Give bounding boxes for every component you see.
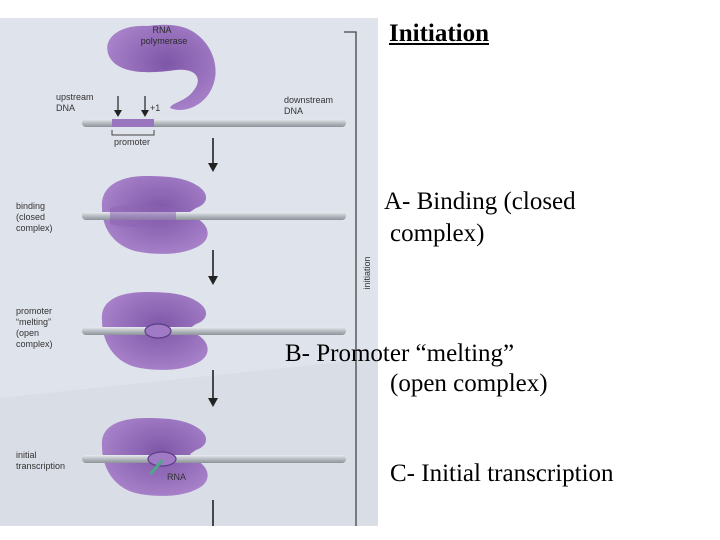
stage-label-binding-3: complex) bbox=[16, 223, 53, 233]
initial-transcription-complex: RNA bbox=[82, 418, 346, 496]
step-arrow-2 bbox=[208, 250, 218, 285]
stage-label-initial-2: transcription bbox=[16, 461, 65, 471]
stage-label-melting-1: promoter bbox=[16, 306, 52, 316]
downstream-label-line2: DNA bbox=[284, 106, 303, 116]
step-b-line2: (open complex) bbox=[390, 370, 548, 397]
free-rna-polymerase: RNA polymerase bbox=[107, 24, 216, 110]
promoter-region bbox=[112, 119, 154, 127]
stage-label-melting-4: complex) bbox=[16, 339, 53, 349]
upstream-label-line1: upstream bbox=[56, 92, 94, 102]
rna-label: RNA bbox=[167, 472, 186, 482]
enzyme-label-line2: polymerase bbox=[141, 36, 188, 46]
rna-strand bbox=[148, 459, 164, 476]
enzyme-label-line1: RNA bbox=[152, 25, 171, 35]
initiation-bracket bbox=[344, 31, 357, 526]
stage-label-binding-1: binding bbox=[16, 201, 45, 211]
promoter-arrows bbox=[114, 96, 149, 117]
melted-dna-bubble bbox=[144, 323, 172, 339]
stage-label-melting-2: “melting” bbox=[16, 317, 51, 327]
initiation-side-label: initiation bbox=[362, 256, 372, 289]
rna-polymerase-initiation-figure: RNA polymerase upstream DNA downstream D… bbox=[0, 18, 378, 526]
stage-label-melting-3: (open bbox=[16, 328, 39, 338]
step-arrow-3 bbox=[208, 370, 218, 407]
plus-one-label: +1 bbox=[150, 103, 160, 113]
step-b-line1: B- Promoter “melting” bbox=[285, 340, 515, 367]
step-a-line2: complex) bbox=[390, 220, 485, 247]
dna-free bbox=[82, 119, 346, 127]
stage-label-binding-2: (closed bbox=[16, 212, 45, 222]
promoter-label: promoter bbox=[114, 137, 150, 147]
slide-title: Initiation bbox=[389, 20, 490, 47]
transcription-bubble bbox=[147, 451, 177, 467]
closed-complex bbox=[82, 176, 346, 254]
upstream-label-line2: DNA bbox=[56, 103, 75, 113]
promoter-bracket bbox=[111, 130, 155, 136]
open-complex bbox=[82, 292, 346, 370]
step-a-line1: A- Binding (closed bbox=[384, 188, 576, 215]
stage-label-initial-1: initial bbox=[16, 450, 37, 460]
step-c-line1: C- Initial transcription bbox=[390, 460, 614, 487]
downstream-label-line1: downstream bbox=[284, 95, 333, 105]
step-arrow-1 bbox=[208, 138, 218, 172]
